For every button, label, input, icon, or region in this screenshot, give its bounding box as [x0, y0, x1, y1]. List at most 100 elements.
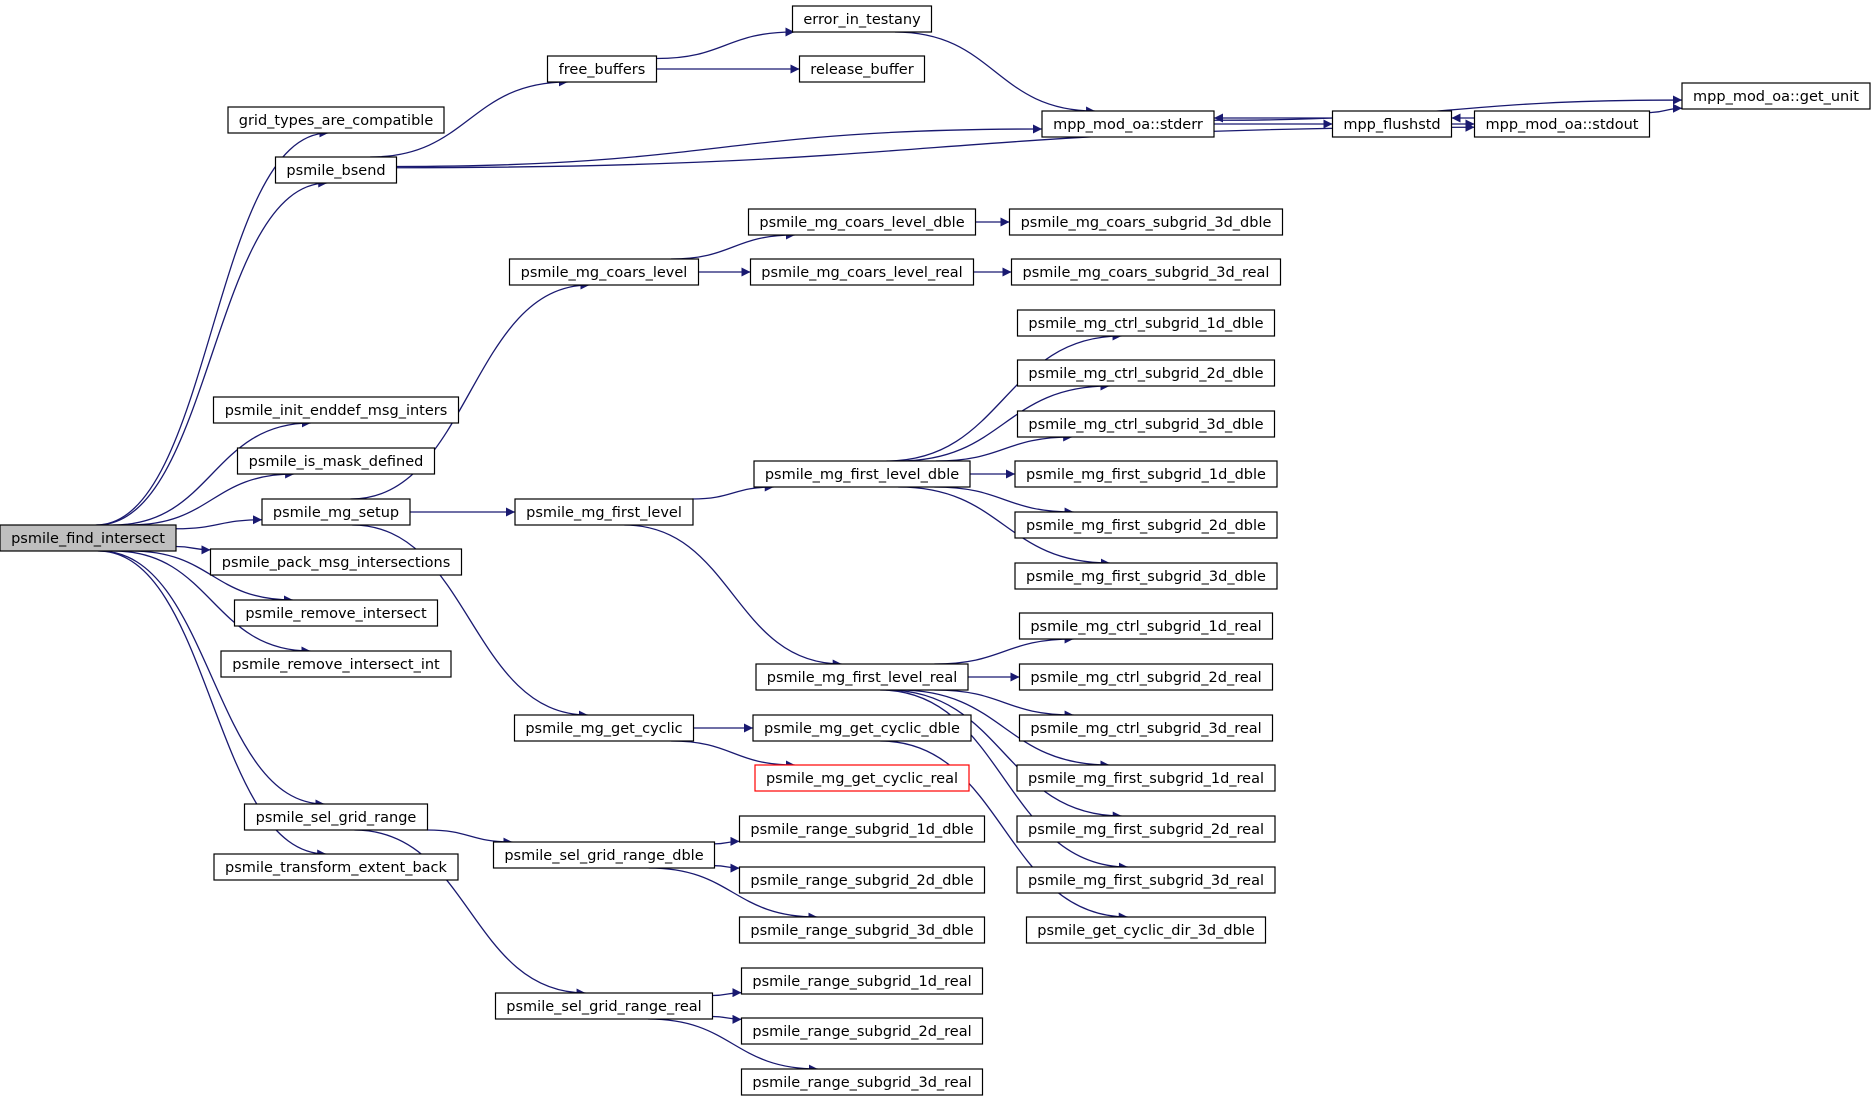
node-box[interactable] [747, 208, 977, 236]
node-box[interactable] [1016, 410, 1276, 438]
node-psmile-get-cyclic-dir-3d-dble[interactable]: psmile_get_cyclic_dir_3d_dble [1025, 916, 1267, 944]
node-box[interactable] [1014, 562, 1278, 590]
node-box[interactable] [546, 55, 658, 83]
node-psmile-mg-first-subgrid-3d-real[interactable]: psmile_mg_first_subgrid_3d_real [1016, 866, 1276, 894]
node-psmile-pack-msg-intersections[interactable]: psmile_pack_msg_intersections [209, 548, 463, 576]
node-psmile-mg-first-level[interactable]: psmile_mg_first_level [514, 498, 694, 526]
node-box[interactable] [1018, 714, 1274, 742]
node-psmile-range-subgrid-2d-dble[interactable]: psmile_range_subgrid_2d_dble [738, 866, 986, 894]
node-psmile-mg-first-subgrid-1d-real[interactable]: psmile_mg_first_subgrid_1d_real [1016, 764, 1276, 792]
node-box[interactable] [209, 548, 463, 576]
node-psmile-mg-ctrl-subgrid-2d-real[interactable]: psmile_mg_ctrl_subgrid_2d_real [1018, 663, 1274, 691]
node-psmile-is-mask-defined[interactable]: psmile_is_mask_defined [236, 447, 436, 475]
node-box[interactable] [213, 853, 459, 881]
node-box[interactable] [261, 498, 411, 526]
node-box[interactable] [0, 524, 177, 552]
node-box[interactable] [749, 258, 975, 286]
node-mpp-mod-oa-stderr[interactable]: mpp_mod_oa::stderr [1041, 110, 1215, 138]
node-box[interactable] [752, 714, 972, 742]
node-psmile-sel-grid-range-dble[interactable]: psmile_sel_grid_range_dble [492, 841, 716, 869]
node-box[interactable] [1331, 110, 1453, 138]
node-psmile-range-subgrid-3d-real[interactable]: psmile_range_subgrid_3d_real [740, 1068, 984, 1096]
node-psmile-remove-intersect-int[interactable]: psmile_remove_intersect_int [220, 650, 452, 678]
node-psmile-transform-extent-back[interactable]: psmile_transform_extent_back [213, 853, 459, 881]
node-psmile-mg-first-level-dble[interactable]: psmile_mg_first_level_dble [753, 460, 971, 488]
node-psmile-mg-setup[interactable]: psmile_mg_setup [261, 498, 411, 526]
node-box[interactable] [798, 55, 926, 83]
node-psmile-mg-coars-level-real[interactable]: psmile_mg_coars_level_real [749, 258, 975, 286]
node-psmile-mg-coars-level-dble[interactable]: psmile_mg_coars_level_dble [747, 208, 977, 236]
node-mpp-mod-oa-stdout[interactable]: mpp_mod_oa::stdout [1473, 110, 1651, 138]
node-psmile-sel-grid-range[interactable]: psmile_sel_grid_range [243, 803, 429, 831]
node-box[interactable] [740, 967, 984, 995]
node-grid-types-are-compatible[interactable]: grid_types_are_compatible [227, 106, 445, 134]
node-box[interactable] [513, 714, 695, 742]
node-box[interactable] [753, 460, 971, 488]
node-box[interactable] [791, 5, 933, 33]
node-psmile-mg-first-subgrid-2d-real[interactable]: psmile_mg_first_subgrid_2d_real [1016, 815, 1276, 843]
node-mpp-mod-oa-get-unit[interactable]: mpp_mod_oa::get_unit [1681, 82, 1871, 110]
node-box[interactable] [755, 663, 969, 691]
node-psmile-mg-get-cyclic-dble[interactable]: psmile_mg_get_cyclic_dble [752, 714, 972, 742]
node-psmile-mg-coars-level[interactable]: psmile_mg_coars_level [508, 258, 700, 286]
node-box[interactable] [1016, 764, 1276, 792]
node-psmile-mg-ctrl-subgrid-2d-dble[interactable]: psmile_mg_ctrl_subgrid_2d_dble [1016, 359, 1276, 387]
node-psmile-mg-ctrl-subgrid-1d-real[interactable]: psmile_mg_ctrl_subgrid_1d_real [1018, 612, 1274, 640]
node-box[interactable] [1016, 309, 1276, 337]
node-box[interactable] [1014, 460, 1278, 488]
node-psmile-mg-ctrl-subgrid-1d-dble[interactable]: psmile_mg_ctrl_subgrid_1d_dble [1016, 309, 1276, 337]
node-box[interactable] [227, 106, 445, 134]
node-psmile-init-enddef-msg-inters[interactable]: psmile_init_enddef_msg_inters [212, 396, 460, 424]
node-box[interactable] [1018, 612, 1274, 640]
node-psmile-range-subgrid-1d-real[interactable]: psmile_range_subgrid_1d_real [740, 967, 984, 995]
node-box[interactable] [212, 396, 460, 424]
node-box[interactable] [1025, 916, 1267, 944]
node-box[interactable] [1016, 359, 1276, 387]
node-psmile-mg-first-subgrid-3d-dble[interactable]: psmile_mg_first_subgrid_3d_dble [1014, 562, 1278, 590]
node-psmile-mg-ctrl-subgrid-3d-dble[interactable]: psmile_mg_ctrl_subgrid_3d_dble [1016, 410, 1276, 438]
node-box[interactable] [740, 1017, 984, 1045]
node-psmile-range-subgrid-2d-real[interactable]: psmile_range_subgrid_2d_real [740, 1017, 984, 1045]
node-box[interactable] [1681, 82, 1871, 110]
node-box[interactable] [220, 650, 452, 678]
node-box[interactable] [514, 498, 694, 526]
node-psmile-find-intersect[interactable]: psmile_find_intersect [0, 524, 177, 552]
node-box[interactable] [233, 599, 439, 627]
node-box[interactable] [494, 992, 714, 1020]
node-box[interactable] [1473, 110, 1651, 138]
node-box[interactable] [738, 815, 986, 843]
node-error-in-testany[interactable]: error_in_testany [791, 5, 933, 33]
node-psmile-mg-get-cyclic-real[interactable]: psmile_mg_get_cyclic_real [754, 764, 970, 792]
node-box[interactable] [738, 866, 986, 894]
node-box[interactable] [274, 156, 398, 184]
node-psmile-mg-first-level-real[interactable]: psmile_mg_first_level_real [755, 663, 969, 691]
node-box[interactable] [243, 803, 429, 831]
node-box[interactable] [738, 916, 986, 944]
node-psmile-bsend[interactable]: psmile_bsend [274, 156, 398, 184]
node-box[interactable] [740, 1068, 984, 1096]
node-box[interactable] [754, 764, 970, 792]
node-free-buffers[interactable]: free_buffers [546, 55, 658, 83]
node-box[interactable] [1008, 208, 1284, 236]
node-box[interactable] [1018, 663, 1274, 691]
node-psmile-mg-coars-subgrid-3d-dble[interactable]: psmile_mg_coars_subgrid_3d_dble [1008, 208, 1284, 236]
node-mpp-flushstd[interactable]: mpp_flushstd [1331, 110, 1453, 138]
node-psmile-remove-intersect[interactable]: psmile_remove_intersect [233, 599, 439, 627]
node-release-buffer[interactable]: release_buffer [798, 55, 926, 83]
node-box[interactable] [1010, 258, 1282, 286]
node-psmile-range-subgrid-3d-dble[interactable]: psmile_range_subgrid_3d_dble [738, 916, 986, 944]
node-psmile-sel-grid-range-real[interactable]: psmile_sel_grid_range_real [494, 992, 714, 1020]
node-psmile-mg-coars-subgrid-3d-real[interactable]: psmile_mg_coars_subgrid_3d_real [1010, 258, 1282, 286]
node-psmile-range-subgrid-1d-dble[interactable]: psmile_range_subgrid_1d_dble [738, 815, 986, 843]
node-box[interactable] [1041, 110, 1215, 138]
node-box[interactable] [1014, 511, 1278, 539]
node-psmile-mg-ctrl-subgrid-3d-real[interactable]: psmile_mg_ctrl_subgrid_3d_real [1018, 714, 1274, 742]
node-psmile-mg-first-subgrid-1d-dble[interactable]: psmile_mg_first_subgrid_1d_dble [1014, 460, 1278, 488]
node-psmile-mg-get-cyclic[interactable]: psmile_mg_get_cyclic [513, 714, 695, 742]
node-box[interactable] [1016, 815, 1276, 843]
node-box[interactable] [1016, 866, 1276, 894]
node-box[interactable] [492, 841, 716, 869]
node-box[interactable] [508, 258, 700, 286]
node-psmile-mg-first-subgrid-2d-dble[interactable]: psmile_mg_first_subgrid_2d_dble [1014, 511, 1278, 539]
node-box[interactable] [236, 447, 436, 475]
